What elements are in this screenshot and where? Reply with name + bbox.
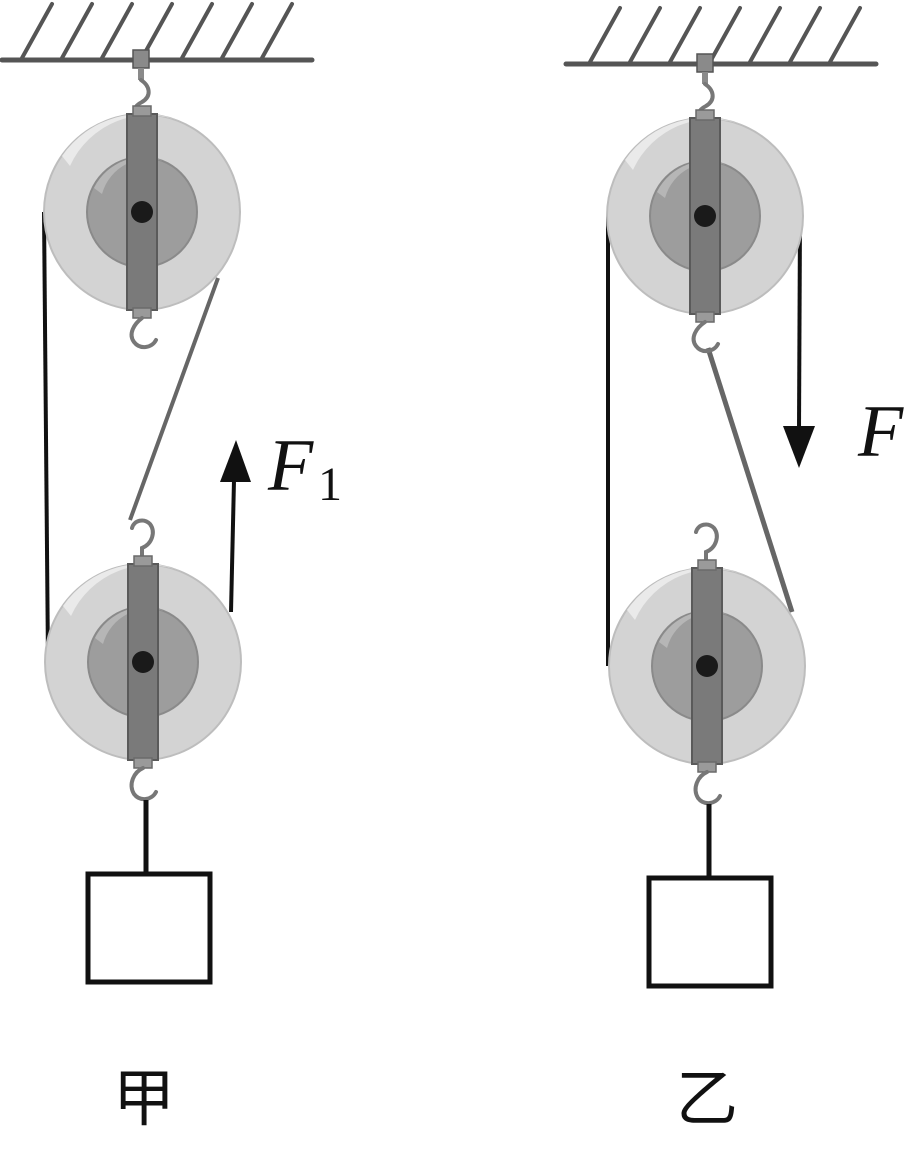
right-caption: 乙 bbox=[676, 1062, 739, 1135]
left-caption: 甲 bbox=[113, 1062, 176, 1135]
left-ceiling bbox=[0, 2, 315, 63]
left-movable-pulley-bottom-hook bbox=[129, 766, 158, 801]
right-rope-pull bbox=[797, 215, 802, 431]
left-weight-block bbox=[85, 871, 213, 985]
right-weight-block bbox=[646, 875, 774, 989]
right-movable-pulley bbox=[608, 559, 806, 773]
right-movable-pulley-bottom-hook bbox=[693, 770, 722, 805]
right-movable-pulley-top-hook bbox=[694, 522, 719, 566]
left-movable-pulley-top-hook bbox=[130, 518, 155, 562]
right-setup: F bbox=[563, 6, 904, 989]
left-force-arrowhead bbox=[220, 440, 251, 482]
right-ceiling bbox=[563, 6, 879, 67]
right-ceiling-mount bbox=[696, 53, 714, 73]
left-top-pulley-bottom-hook bbox=[129, 316, 158, 349]
left-fixed-pulley bbox=[43, 105, 241, 319]
left-setup: F 1 bbox=[0, 2, 342, 985]
left-force-subscript: 1 bbox=[318, 458, 342, 511]
left-movable-pulley bbox=[44, 555, 242, 769]
left-force-label: F bbox=[267, 425, 314, 507]
left-rope-diagonal bbox=[128, 277, 220, 521]
right-force-label: F bbox=[857, 391, 904, 473]
left-ceiling-mount bbox=[132, 49, 150, 69]
right-top-pulley-bottom-hook bbox=[691, 320, 720, 353]
right-fixed-pulley bbox=[606, 109, 804, 323]
left-rope-vertical bbox=[42, 211, 50, 663]
left-rope-pull bbox=[229, 479, 236, 613]
right-force-arrowhead bbox=[783, 426, 815, 468]
right-rope-diagonal bbox=[705, 347, 795, 613]
